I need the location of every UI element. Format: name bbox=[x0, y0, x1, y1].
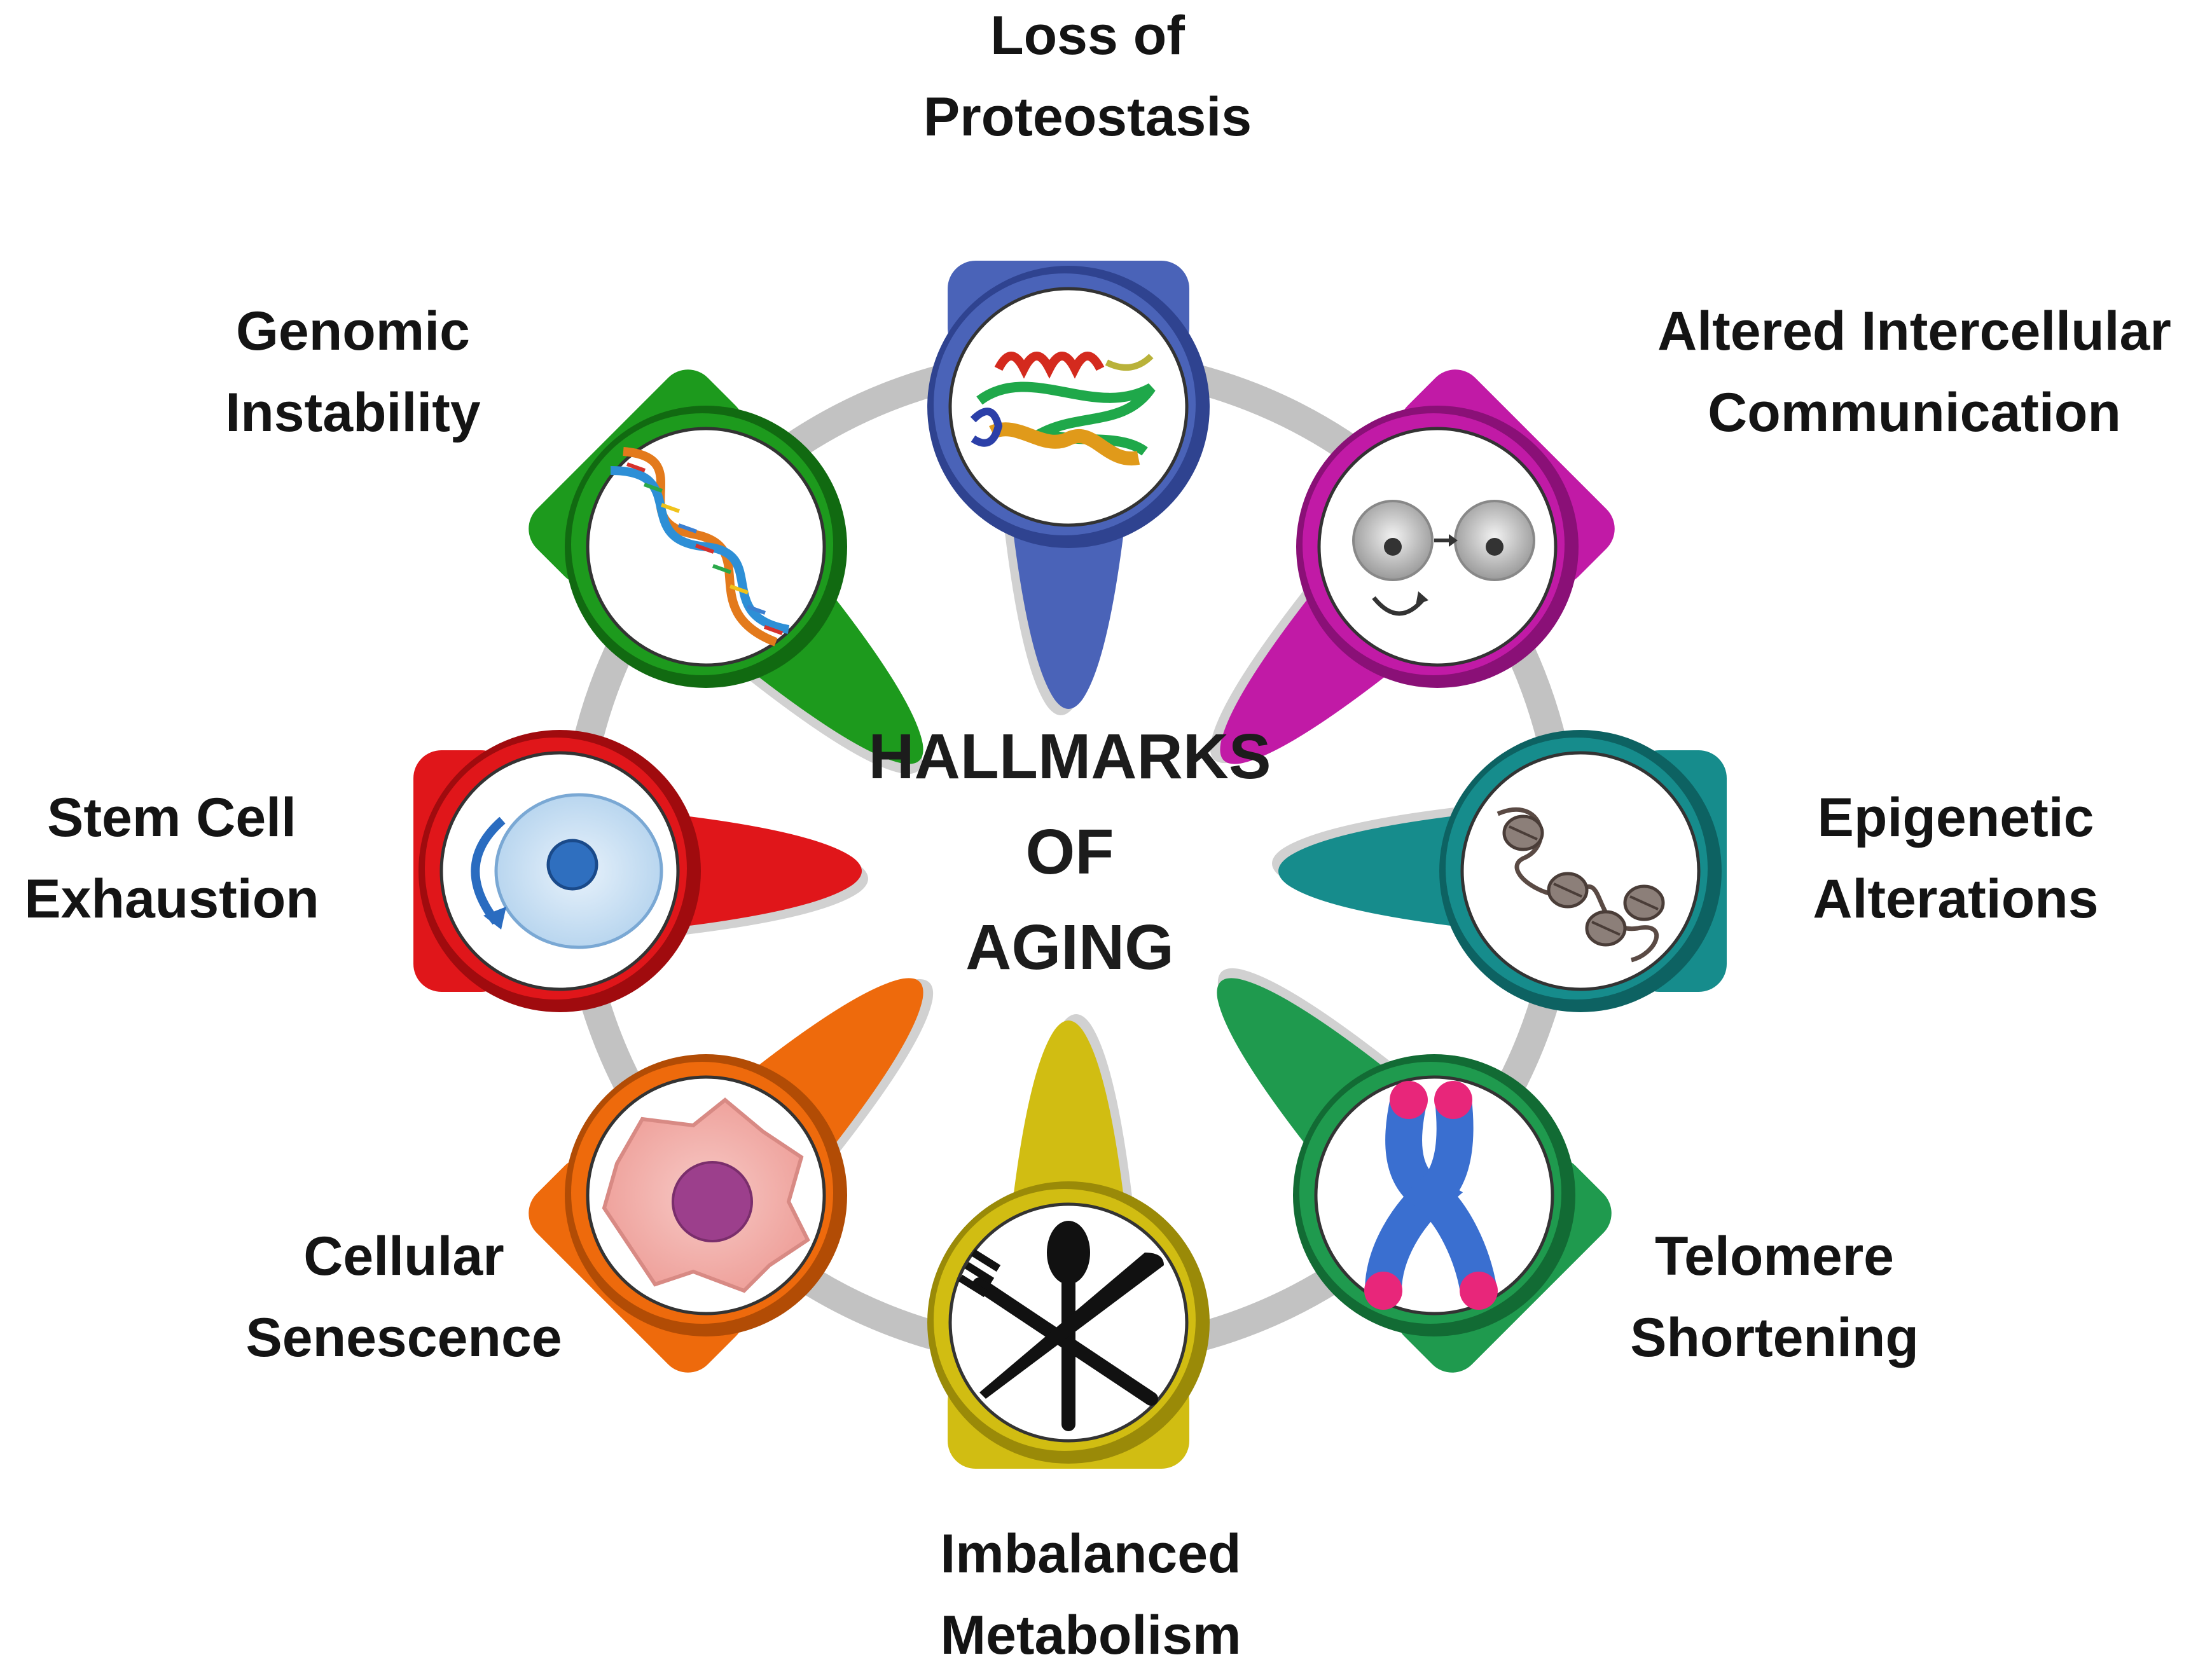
hallmark-epigenetic-alterations bbox=[1272, 730, 1727, 1012]
label-line-2: Proteostasis bbox=[923, 86, 1252, 148]
hallmark-cellular-senescence bbox=[529, 978, 934, 1373]
stem-cell-icon bbox=[471, 793, 663, 949]
hallmark-loss-of-proteostasis bbox=[927, 261, 1210, 715]
fork-spoon-knife-icon bbox=[958, 1221, 1164, 1431]
label-line-2: Shortening bbox=[1630, 1307, 1919, 1368]
label-line-2: Exhaustion bbox=[24, 869, 319, 930]
hallmark-telomere-shortening bbox=[1217, 968, 1612, 1373]
label-line-1: Stem Cell bbox=[47, 787, 296, 848]
label-line-1: Telomere bbox=[1654, 1226, 1894, 1287]
hallmark-imbalanced-metabolism bbox=[927, 1014, 1210, 1469]
disc-inner bbox=[948, 287, 1189, 527]
center-title: HALLMARKS OF AGING bbox=[868, 709, 1271, 995]
hallmark-genomic-instability bbox=[529, 369, 923, 774]
cell-communication-icon bbox=[1352, 500, 1535, 616]
label-line-1: Altered Intercellular bbox=[1657, 301, 2171, 362]
label-line-2: Metabolism bbox=[940, 1605, 1241, 1666]
disc-inner bbox=[1317, 427, 1558, 667]
hallmark-altered-intercellular-communication bbox=[1210, 369, 1615, 764]
label-line-2: Senescence bbox=[245, 1307, 562, 1368]
label-line-1: Genomic bbox=[236, 301, 470, 362]
protein-structure-icon bbox=[970, 352, 1156, 466]
hallmark-stem-cell-exhaustion bbox=[413, 730, 868, 1012]
label-line-2: Alterations bbox=[1813, 869, 2099, 930]
label-line-1: Cellular bbox=[303, 1226, 504, 1287]
title-line-3: AGING bbox=[965, 912, 1174, 983]
label-loss-of-proteostasis: Loss of Proteostasis bbox=[923, 0, 1252, 158]
disc-inner bbox=[1460, 751, 1701, 991]
label-line-2: Communication bbox=[1708, 382, 2121, 443]
label-line-1: Epigenetic bbox=[1817, 787, 2094, 848]
chromatin-nucleosome-icon bbox=[1497, 807, 1665, 963]
title-line-1: HALLMARKS bbox=[868, 721, 1271, 792]
label-line-1: Imbalanced bbox=[940, 1523, 1241, 1584]
title-line-2: OF bbox=[1025, 816, 1114, 888]
senescent-cell-icon bbox=[602, 1097, 810, 1293]
dna-helix-icon bbox=[610, 447, 790, 647]
label-line-2: Instability bbox=[225, 382, 481, 443]
hallmark-pins bbox=[413, 261, 1727, 1469]
label-line-1: Loss of bbox=[990, 5, 1185, 66]
chromosome-icon bbox=[1364, 1081, 1498, 1310]
